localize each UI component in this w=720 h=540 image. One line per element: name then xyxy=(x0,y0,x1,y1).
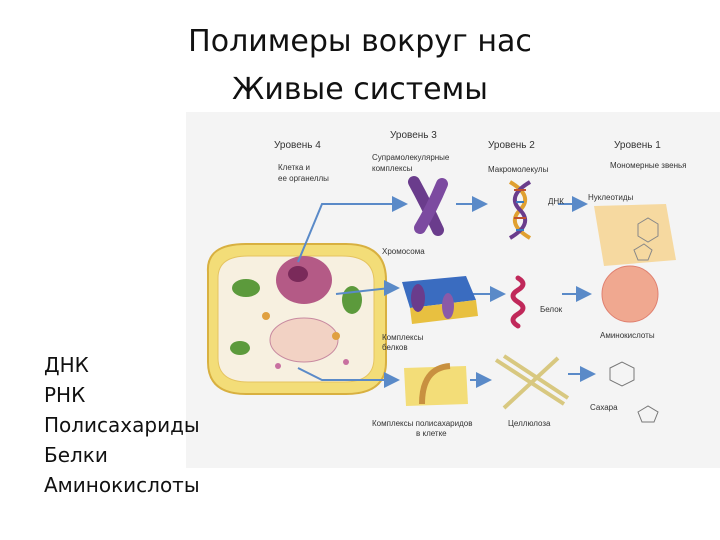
level-4-label: Уровень 4 xyxy=(274,140,321,151)
level-3-label: Уровень 3 xyxy=(390,130,437,141)
nucleotides-label: Нуклеотиды xyxy=(588,193,634,202)
list-item: ДНК xyxy=(44,350,200,380)
supramolecular-label-line: комплексы xyxy=(372,164,413,173)
chloroplast xyxy=(230,341,250,355)
nucleotides-illustration xyxy=(594,204,676,266)
protein-complexes-label-line: белков xyxy=(382,343,408,352)
list-item: Полисахариды xyxy=(44,410,200,440)
plant-cell xyxy=(208,244,386,394)
amino-acid-sphere xyxy=(602,266,658,322)
polysaccharide-complexes-label-line: Комплексы полисахаридов xyxy=(372,419,472,428)
amino-acids-label: Аминокислоты xyxy=(600,331,655,340)
organelle xyxy=(343,359,349,365)
list-item: РНК xyxy=(44,380,200,410)
protein-complexes-label-line: Комплексы xyxy=(382,333,424,342)
supramolecular-label-line: Супрамолекулярные xyxy=(372,153,450,162)
list-item: Аминокислоты xyxy=(44,470,200,500)
organelle xyxy=(275,363,281,369)
level-1-label: Уровень 1 xyxy=(614,140,661,151)
cellulose-label: Целлюлоза xyxy=(508,419,551,428)
macromolecules-label: Макромолекулы xyxy=(488,165,549,174)
polysaccharide-complexes-label-line: в клетке xyxy=(416,429,447,438)
list-item: Белки xyxy=(44,440,200,470)
vacuole xyxy=(270,318,338,362)
polysaccharide-complex xyxy=(404,366,468,406)
slide-title-line2: Живые системы xyxy=(0,72,720,107)
organelle xyxy=(262,312,270,320)
dna-label: ДНК xyxy=(548,197,564,206)
cell-label-line: Клетка и xyxy=(278,163,310,172)
cell-label-line: ее органеллы xyxy=(278,174,329,183)
sugars-label: Сахара xyxy=(590,403,618,412)
organelle xyxy=(332,332,340,340)
chloroplast xyxy=(232,279,260,297)
protein-label: Белок xyxy=(540,305,563,314)
polymer-list: ДНК РНК Полисахариды Белки Аминокислоты xyxy=(44,350,200,500)
level-2-label: Уровень 2 xyxy=(488,140,535,151)
slide-title-line1: Полимеры вокруг нас xyxy=(0,24,720,59)
chloroplast xyxy=(342,286,362,314)
protein-complex-membrane xyxy=(402,276,478,324)
chromosome-label: Хромосома xyxy=(382,247,425,256)
nucleolus xyxy=(288,266,308,282)
monomers-label: Мономерные звенья xyxy=(610,161,687,170)
biopolymer-levels-diagram: Уровень 4 Уровень 3 Уровень 2 Уровень 1 … xyxy=(186,112,720,468)
